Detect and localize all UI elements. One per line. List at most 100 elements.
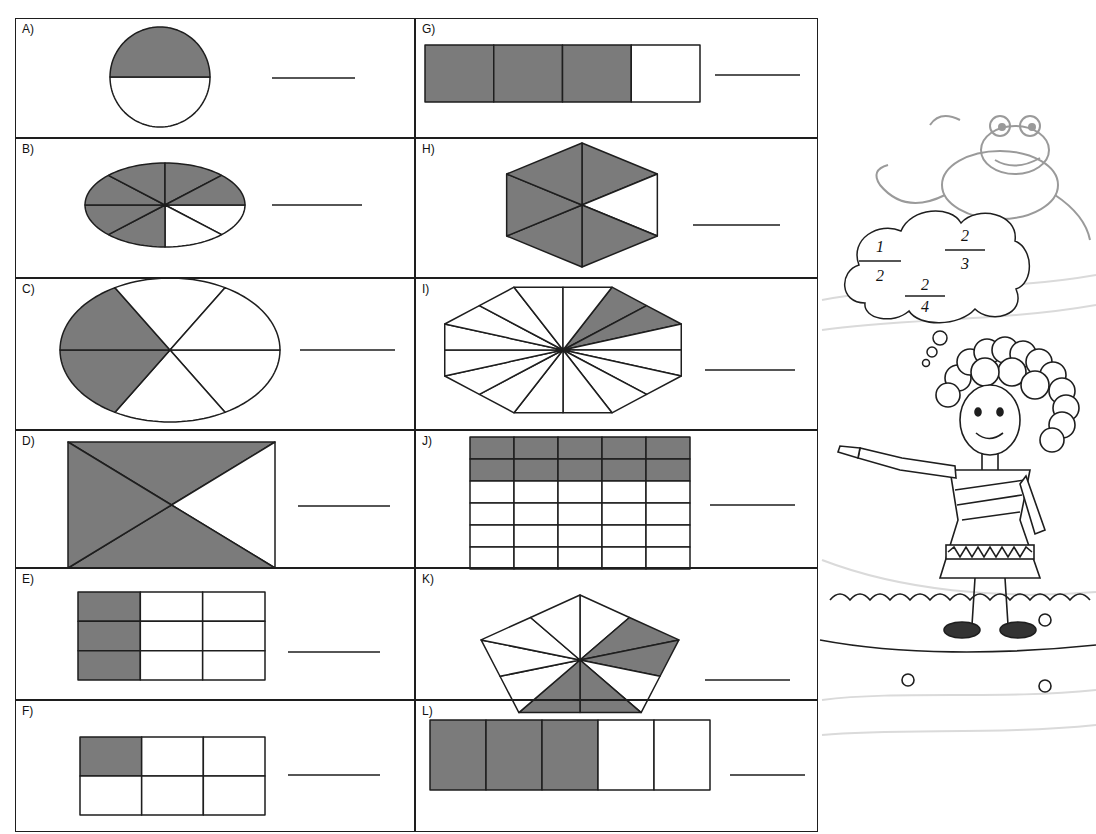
grid-cell (140, 592, 202, 621)
girl-figure (820, 337, 1096, 692)
fraction-panel: K) (415, 568, 818, 700)
grid-cell (470, 547, 514, 569)
cloud-outline (845, 211, 1030, 323)
answer-blank (705, 679, 790, 681)
frog-sketch (1055, 195, 1090, 240)
grid-cell (78, 592, 140, 621)
triangle-part (68, 442, 172, 568)
frog-sketch (942, 151, 1058, 219)
panel-letter: H) (422, 142, 435, 156)
grid-cell (602, 437, 646, 459)
ground-edge (820, 640, 1096, 652)
answer-blank (300, 349, 395, 351)
panel-letter: K) (422, 572, 434, 586)
frog-sketch (930, 116, 960, 125)
grid-cell (598, 720, 654, 790)
smile (976, 433, 1003, 439)
curly-hair (1040, 428, 1064, 452)
polygon-sector (580, 660, 660, 713)
frog-sketch (1020, 116, 1040, 136)
answer-blank (710, 504, 795, 506)
fraction-number: 4 (921, 299, 929, 315)
grid-cell (425, 45, 494, 102)
fraction-bar (905, 295, 945, 296)
panel-letter: J) (422, 434, 432, 448)
fraction-panel: G) (415, 18, 818, 138)
answer-blank (693, 224, 780, 226)
frog-sketch (995, 158, 1040, 166)
polygon-sector (531, 595, 580, 660)
fraction-panel: A) (15, 18, 415, 138)
fraction-panel: I) (415, 278, 818, 430)
grid-cell (563, 45, 632, 102)
answer-blank (272, 204, 362, 206)
grid-cell (602, 459, 646, 481)
polygon-sector (563, 350, 647, 413)
fraction-panel: F) (15, 700, 415, 832)
grid-cell (494, 45, 563, 102)
panel-letter: E) (22, 572, 34, 586)
grid-cell (470, 459, 514, 481)
grid-cell (142, 776, 204, 815)
grid-cell (558, 525, 602, 547)
flower (1039, 680, 1051, 692)
answer-blank (715, 74, 800, 76)
answer-blank (730, 774, 805, 776)
flower (902, 674, 914, 686)
shoe (1000, 622, 1036, 638)
grid-cell (203, 621, 265, 650)
panel-letter: A) (22, 22, 34, 36)
grid-cell (203, 651, 265, 680)
panel-letter: F) (22, 704, 33, 718)
grid-cell (602, 503, 646, 525)
grid-cell (631, 45, 700, 102)
polygon-sector (563, 287, 612, 350)
panel-letter: D) (22, 434, 35, 448)
grid-cell (646, 547, 690, 569)
fraction-bar (945, 249, 985, 250)
frog-sketch (876, 165, 945, 203)
grid-cell (78, 621, 140, 650)
fraction-panel: L) (415, 700, 818, 832)
grid-cell (646, 481, 690, 503)
circle-sector (108, 163, 165, 205)
grid-cell (142, 737, 204, 776)
panel-letter: B) (22, 142, 34, 156)
circle-sector (165, 175, 245, 205)
cloud-outline (835, 203, 1035, 327)
fraction-shapes (60, 27, 710, 815)
grid-cell (203, 737, 265, 776)
legs (972, 578, 1008, 625)
panel-letter: C) (22, 282, 35, 296)
grid-cell (470, 503, 514, 525)
right-arm (1020, 476, 1045, 534)
ground-grass (830, 594, 1090, 600)
dress-pattern (948, 547, 1032, 557)
pointing-arm (858, 448, 956, 478)
answer-blank (288, 651, 380, 653)
background-game-board (822, 725, 1096, 735)
grid-cell (602, 481, 646, 503)
circle-sector (110, 27, 210, 77)
polygon-sector (580, 660, 641, 713)
panel-letter: G) (422, 22, 435, 36)
answer-blank (705, 369, 795, 371)
grid-cell (203, 592, 265, 621)
grid-cell (654, 720, 710, 790)
grid-cell (203, 776, 265, 815)
answer-blank (288, 774, 380, 776)
grid-cell (514, 437, 558, 459)
thought-cloud: 122324 (835, 203, 1035, 327)
fraction-number: 2 (921, 277, 929, 293)
fraction-panel: B) (15, 138, 415, 278)
grid-cell (470, 525, 514, 547)
answer-lines (272, 75, 805, 775)
grid-cell (430, 720, 486, 790)
grid-cell (140, 621, 202, 650)
grid-cell (542, 720, 598, 790)
eye (975, 408, 981, 416)
grid-cell (470, 437, 514, 459)
fraction-panel: D) (15, 430, 415, 568)
